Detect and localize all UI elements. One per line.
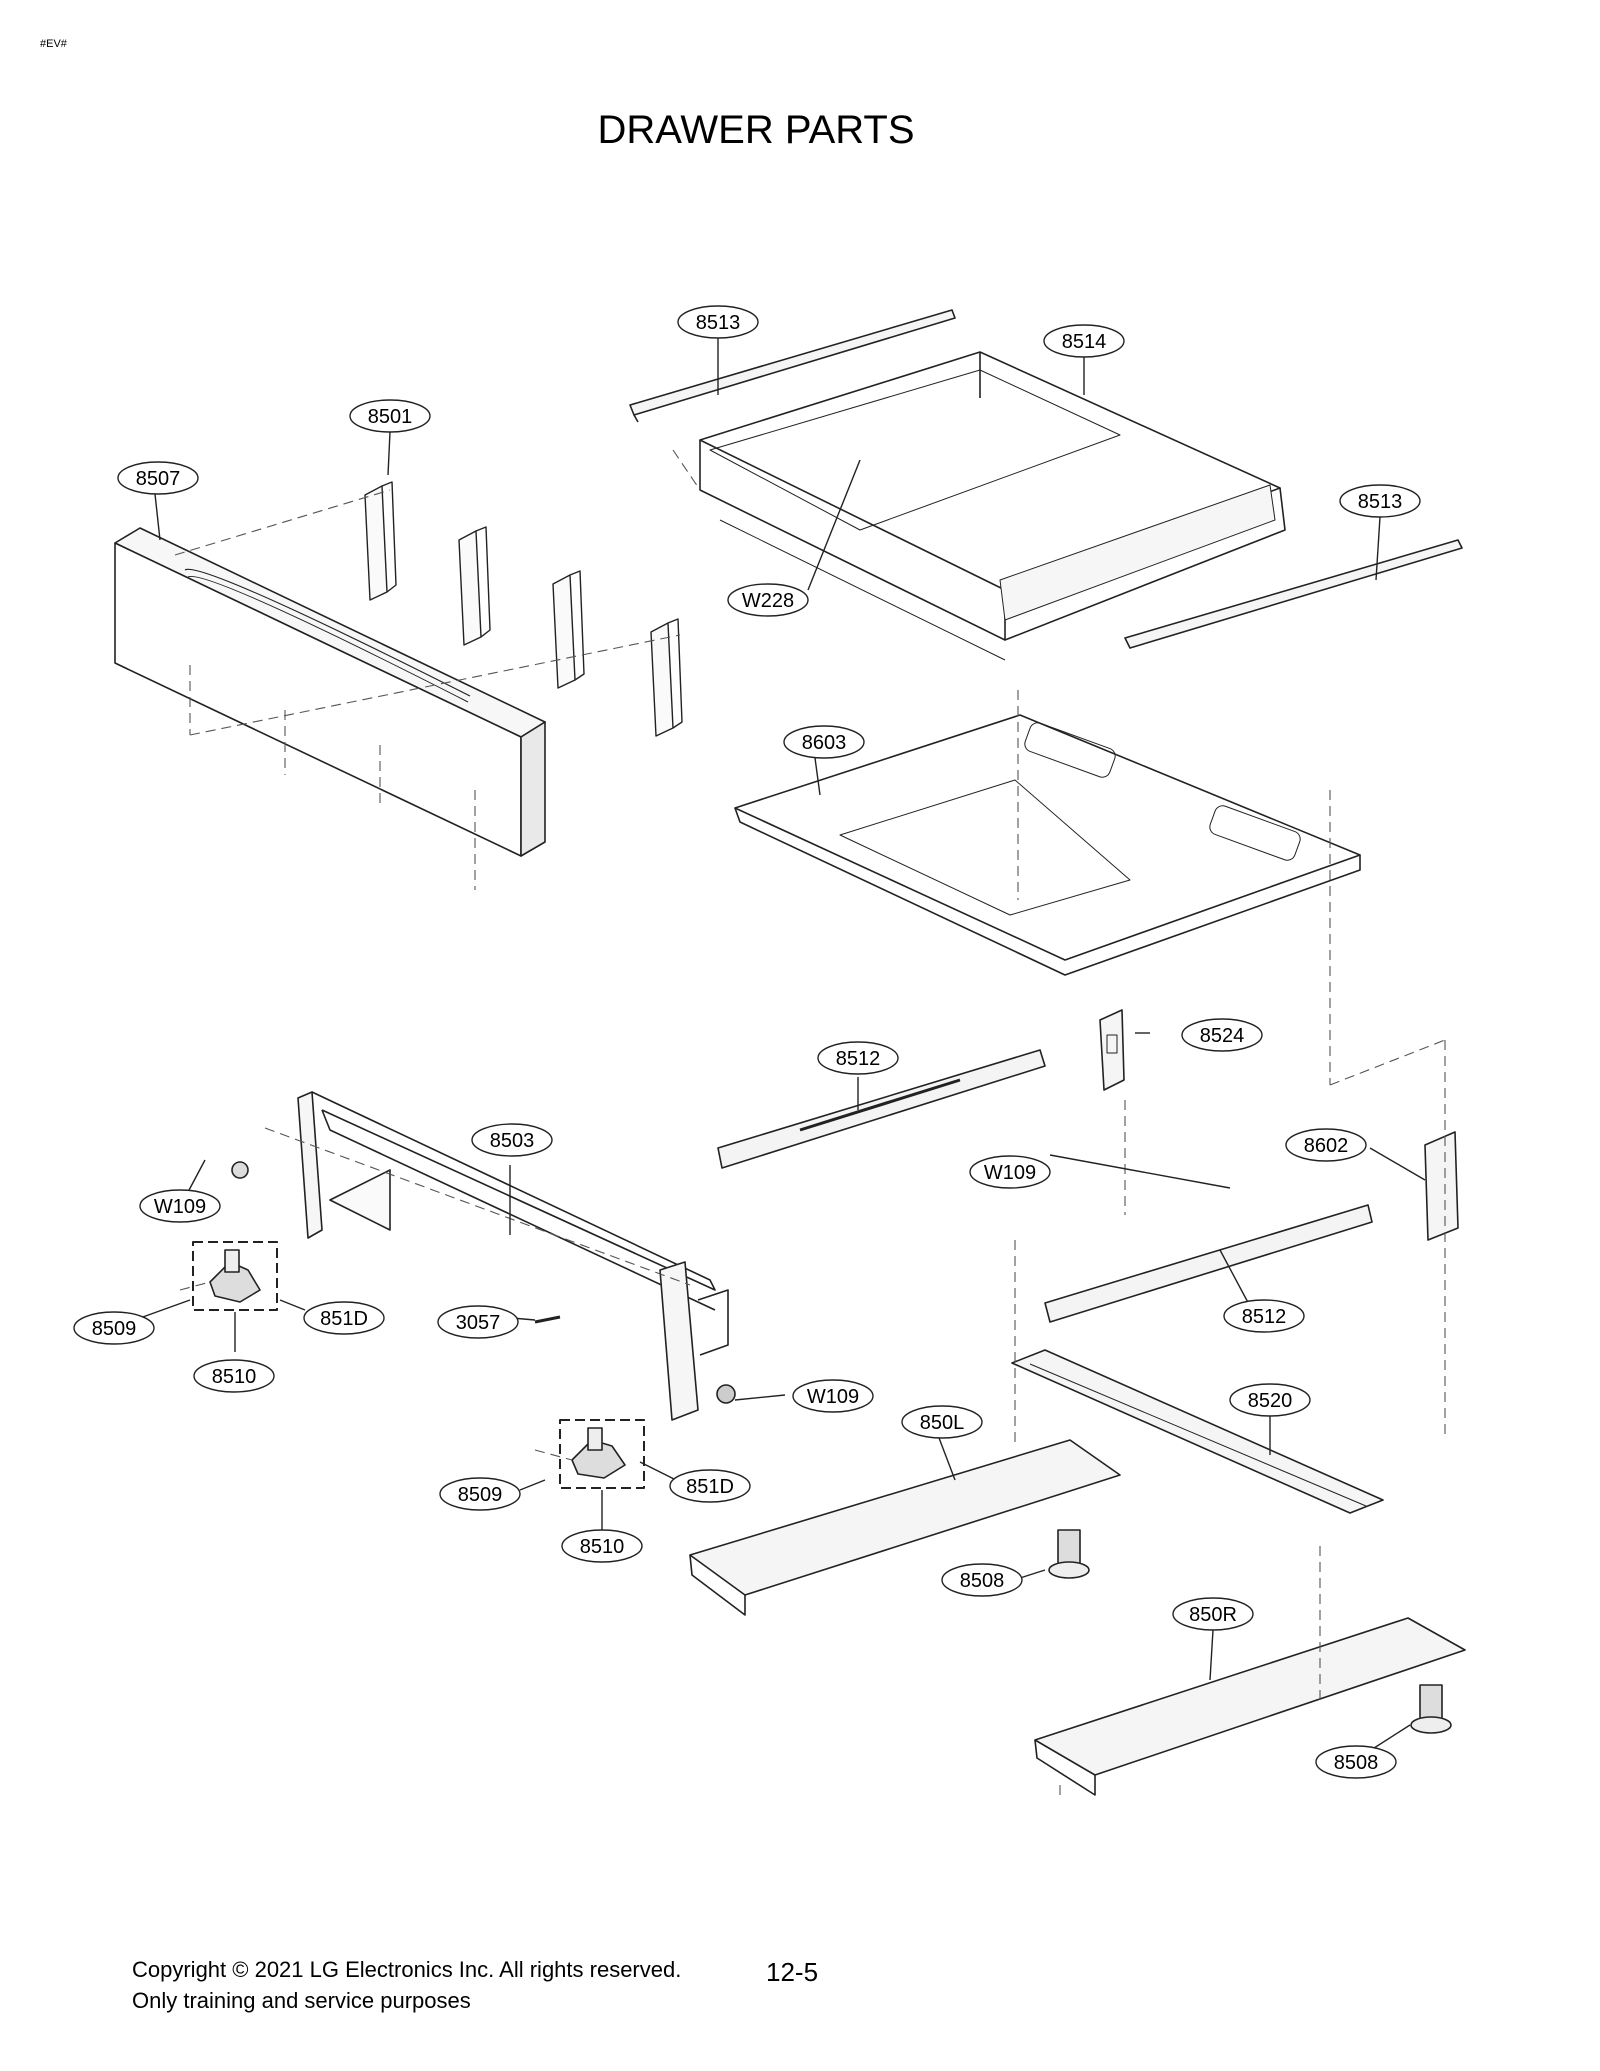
callout-W228: W228 (727, 583, 809, 617)
svg-text:8501: 8501 (368, 406, 413, 428)
callout-8602: 8602 (1285, 1128, 1367, 1162)
callout-8508-right: 8508 (1315, 1745, 1397, 1779)
bracket-8501 (364, 481, 683, 737)
callout-8513-right: 8513 (1339, 484, 1421, 518)
rail-8513-right (1124, 539, 1463, 649)
copyright-notice: Copyright © 2021 LG Electronics Inc. All… (132, 1957, 682, 1982)
svg-text:8513: 8513 (696, 312, 741, 334)
document-code: #EV# (40, 38, 67, 50)
screw-3057 (534, 1315, 561, 1324)
svg-text:8507: 8507 (136, 468, 181, 490)
callout-8514: 8514 (1043, 324, 1125, 358)
page-number: 12-5 (766, 1957, 819, 1987)
callout-8510-left: 8510 (193, 1359, 275, 1393)
callout-8513-top: 8513 (677, 305, 759, 339)
callout-8501: 8501 (349, 399, 431, 433)
actuator-assembly-8510-right (559, 1419, 645, 1489)
svg-text:8509: 8509 (458, 1484, 503, 1506)
roller-w109-right (716, 1384, 736, 1404)
callout-W109-middle: W109 (969, 1155, 1051, 1189)
callout-8603: 8603 (783, 725, 865, 759)
callout-8512-lower: 8512 (1223, 1299, 1305, 1333)
callout-W109-right: W109 (792, 1379, 874, 1413)
callout-850R: 850R (1172, 1597, 1254, 1631)
callout-8510-right: 8510 (561, 1529, 643, 1563)
callout-851D-left: 851D (303, 1301, 385, 1335)
svg-text:8603: 8603 (802, 732, 847, 754)
svg-text:8508: 8508 (1334, 1752, 1379, 1774)
callout-8509-left: 8509 (73, 1311, 155, 1345)
page-title: DRAWER PARTS (597, 108, 915, 152)
callout-8524: 8524 (1181, 1018, 1263, 1052)
callout-8520: 8520 (1229, 1383, 1311, 1417)
callout-8509-right: 8509 (439, 1477, 521, 1511)
leveling-foot-8508-right (1410, 1684, 1452, 1734)
callout-8512-upper: 8512 (817, 1041, 899, 1075)
svg-text:8510: 8510 (212, 1366, 257, 1388)
svg-text:W228: W228 (742, 590, 794, 612)
svg-text:8503: 8503 (490, 1130, 535, 1152)
slide-rail-8512-upper (717, 1049, 1046, 1169)
svg-text:8514: 8514 (1062, 331, 1107, 353)
svg-text:850L: 850L (920, 1412, 965, 1434)
svg-text:8509: 8509 (92, 1318, 137, 1340)
usage-note: Only training and service purposes (132, 1988, 471, 2013)
callout-8507: 8507 (117, 461, 199, 495)
svg-text:851D: 851D (686, 1476, 734, 1498)
svg-text:3057: 3057 (456, 1312, 501, 1334)
leveling-foot-8508 (1048, 1529, 1090, 1579)
drawer-front-panel-8507 (114, 527, 546, 857)
svg-text:8513: 8513 (1358, 491, 1403, 513)
svg-text:8508: 8508 (960, 1570, 1005, 1592)
drawer-tray-8514 (699, 351, 1286, 661)
callout-W109-left: W109 (139, 1189, 221, 1223)
svg-text:8512: 8512 (836, 1048, 881, 1070)
callout-3057: 3057 (437, 1305, 519, 1339)
svg-text:8510: 8510 (580, 1536, 625, 1558)
callout-850L: 850L (901, 1405, 983, 1439)
slide-rail-8512-lower (1044, 1204, 1373, 1323)
svg-text:W109: W109 (807, 1386, 859, 1408)
bottom-tray-8603 (734, 714, 1361, 976)
svg-text:850R: 850R (1189, 1604, 1237, 1626)
svg-text:W109: W109 (154, 1196, 206, 1218)
base-rail-850R (1034, 1617, 1466, 1796)
bracket-8524 (1099, 1009, 1125, 1091)
callout-851D-right: 851D (669, 1469, 751, 1503)
roller-w109 (231, 1161, 249, 1179)
base-rail-850L (689, 1439, 1121, 1616)
svg-text:W109: W109 (984, 1162, 1036, 1184)
bracket-8602 (1424, 1131, 1459, 1241)
svg-text:8524: 8524 (1200, 1025, 1245, 1047)
actuator-assembly-8510-left (192, 1241, 278, 1311)
rail-8513-top (629, 309, 956, 423)
callout-8508-left: 8508 (941, 1563, 1023, 1597)
channel-8520 (1011, 1349, 1384, 1514)
frame-8503 (297, 1091, 729, 1421)
svg-text:8602: 8602 (1304, 1135, 1349, 1157)
svg-text:851D: 851D (320, 1308, 368, 1330)
callout-8503: 8503 (471, 1123, 553, 1157)
svg-text:8520: 8520 (1248, 1390, 1293, 1412)
svg-text:8512: 8512 (1242, 1306, 1287, 1328)
